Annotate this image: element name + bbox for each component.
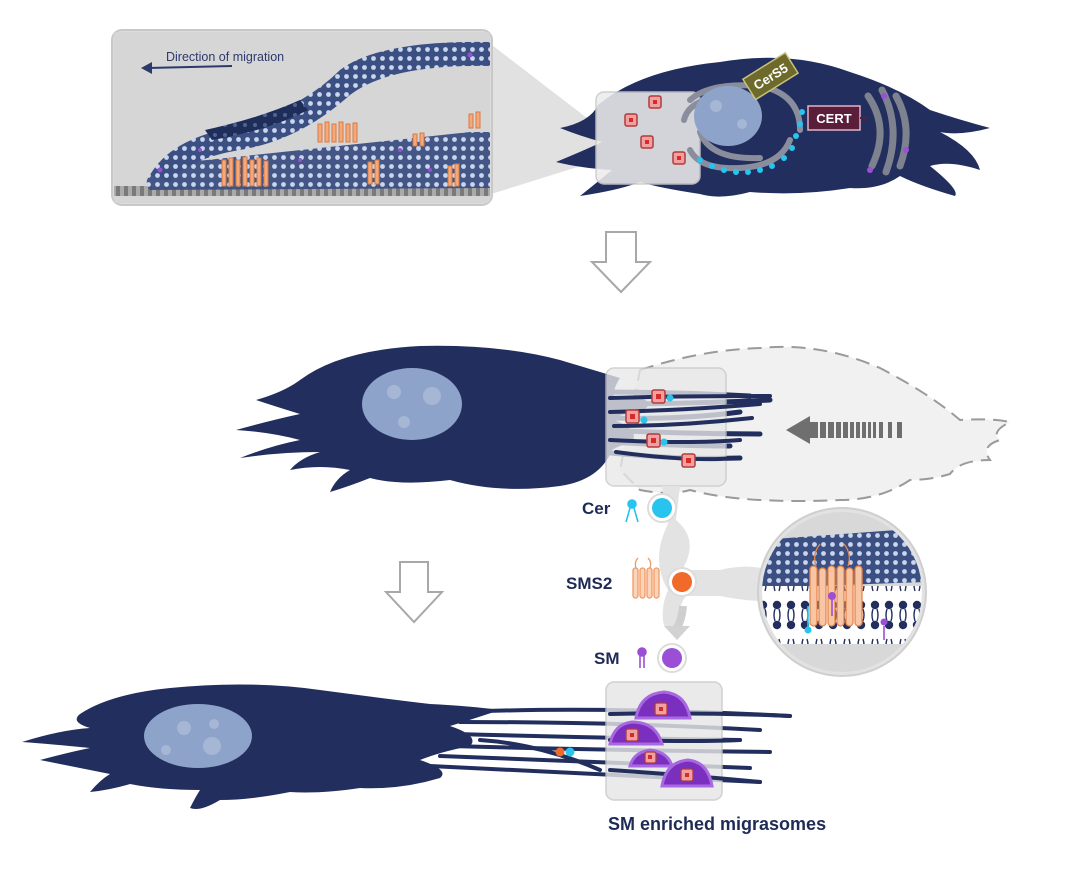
migrasome-caption: SM enriched migrasomes bbox=[608, 814, 826, 834]
sm-lipid-icon bbox=[637, 647, 647, 668]
ceramide-dots bbox=[697, 109, 805, 175]
middle-cell bbox=[236, 345, 1014, 502]
substrate bbox=[114, 186, 490, 196]
cert-label: CERT bbox=[816, 111, 851, 126]
middle-vesicle-markers bbox=[625, 389, 696, 468]
membrane-inset: Direction of migration bbox=[111, 29, 600, 206]
tetraspanin-cluster bbox=[221, 111, 481, 187]
ceramide-lipid-icon bbox=[625, 499, 639, 523]
direction-label: Direction of migration bbox=[166, 50, 284, 64]
vesicle-markers bbox=[624, 95, 686, 165]
middle-fibers-in-box bbox=[608, 394, 772, 462]
migrasome-markers bbox=[625, 702, 694, 782]
sm-synthesis-pathway: Cer SMS2 SM bbox=[566, 486, 790, 673]
cert-tag: CERT bbox=[807, 105, 868, 131]
retraction-fiber-membrane bbox=[150, 41, 490, 182]
inset-connector bbox=[488, 42, 600, 195]
sms2-vesicle bbox=[555, 747, 565, 757]
flow-arrow-icon bbox=[589, 231, 653, 294]
top-nucleus bbox=[694, 86, 762, 146]
retraction-arrow-icon bbox=[786, 416, 902, 444]
bottom-cell-body bbox=[22, 684, 500, 809]
bottom-nucleus bbox=[144, 704, 252, 768]
sms2-enzyme-icon bbox=[632, 557, 660, 599]
direction-arrow bbox=[147, 65, 233, 69]
top-cell: CerS5 CERT bbox=[556, 51, 990, 197]
bottom-cell: SM enriched migrasomes bbox=[22, 681, 826, 834]
ceramide-label: Cer bbox=[582, 499, 611, 518]
direction-arrow-head bbox=[141, 62, 152, 74]
membrane-zoom-circle bbox=[757, 507, 927, 677]
sm-dots bbox=[157, 52, 473, 173]
ceramide-vesicle bbox=[565, 747, 575, 757]
sms2-enzymes-in-membrane bbox=[809, 543, 863, 627]
sm-label: SM bbox=[594, 649, 620, 668]
pathway-arrow bbox=[664, 626, 690, 640]
flow-arrow-icon bbox=[383, 561, 445, 624]
middle-nucleus bbox=[362, 368, 462, 440]
sms2-label: SMS2 bbox=[566, 574, 612, 593]
